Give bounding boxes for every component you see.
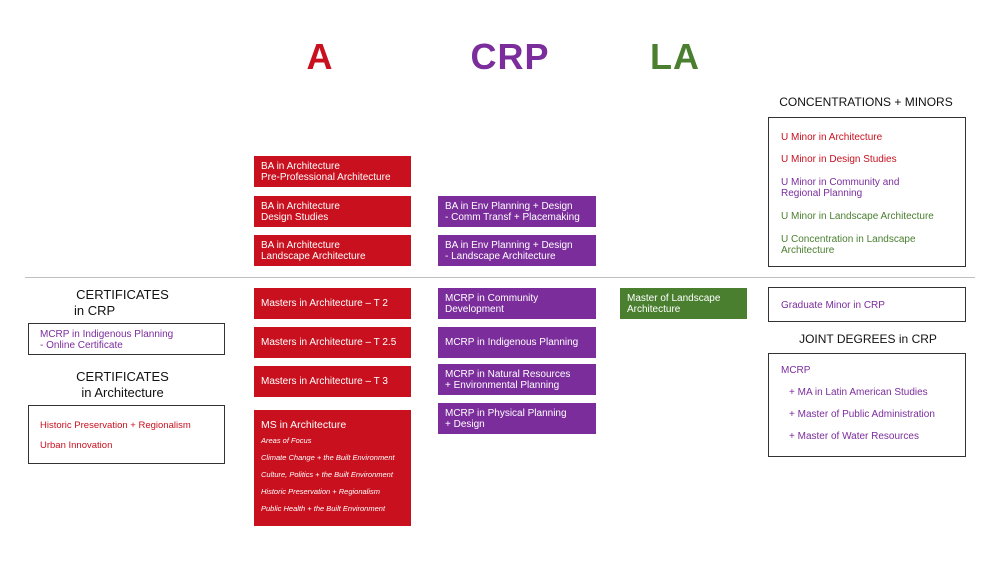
conc-item: Architecture: [781, 245, 835, 256]
arch-ba-line2: Pre-Professional Architecture: [261, 171, 391, 183]
joint-item: + MA in Latin American Studies: [789, 387, 928, 398]
arch-masters-t25: Masters in Architecture – T 2.5: [254, 327, 411, 358]
joint-item: + Master of Public Administration: [789, 409, 935, 420]
grad-minor-label: Graduate Minor in CRP: [781, 300, 885, 311]
conc-item: U Minor in Community and: [781, 177, 900, 188]
arch-ms-title: MS in Architecture: [261, 419, 347, 431]
arch-ba-line1: BA in Architecture: [261, 200, 340, 212]
arch-ms-area: Historic Preservation + Regionalism: [261, 487, 381, 496]
arch-ba-landscape: BA in Architecture Landscape Architectur…: [254, 235, 411, 266]
cert-crp-heading: CERTIFICATES in CRP: [40, 287, 205, 319]
arch-ba-line1: BA in Architecture: [261, 239, 340, 251]
conc-item: Regional Planning: [781, 188, 863, 199]
conc-item: U Minor in Design Studies: [781, 154, 897, 165]
crp-ba-line1: BA in Env Planning + Design: [445, 239, 573, 251]
arch-ba-line1: BA in Architecture: [261, 160, 340, 172]
cert-crp-item-line2: - Online Certificate: [40, 340, 123, 351]
conc-item: U Concentration in Landscape: [781, 234, 916, 245]
cert-crp-item-line1: MCRP in Indigenous Planning: [40, 329, 174, 340]
joint-degrees-heading: JOINT DEGREES in CRP: [799, 332, 937, 346]
arch-masters-t3: Masters in Architecture – T 3: [254, 366, 411, 397]
arch-ba-preprofessional: BA in Architecture Pre-Professional Arch…: [254, 156, 411, 187]
joint-degrees-box: MCRP + MA in Latin American Studies + Ma…: [768, 353, 966, 457]
cert-arch-heading-line1: CERTIFICATES: [76, 369, 169, 384]
arch-masters-t2: Masters in Architecture – T 2: [254, 288, 411, 319]
crp-mcrp-line1: MCRP in Community: [445, 292, 539, 304]
crp-ba-landscape: BA in Env Planning + Design - Landscape …: [438, 235, 596, 266]
crp-mcrp-community: MCRP in Community Development: [438, 288, 596, 319]
la-master-line1: Master of Landscape: [627, 292, 721, 304]
arch-ba-design-studies: BA in Architecture Design Studies: [254, 196, 411, 227]
crp-mcrp-line2: + Design: [445, 418, 485, 430]
arch-ms-area: Climate Change + the Built Environment: [261, 453, 395, 462]
crp-mcrp-natural-resources: MCRP in Natural Resources + Environmenta…: [438, 364, 596, 395]
crp-mcrp-indigenous: MCRP in Indigenous Planning: [438, 327, 596, 358]
arch-ms-focus-label: Areas of Focus: [261, 436, 312, 445]
la-master-line2: Architecture: [627, 303, 681, 315]
crp-ba-comm-transf: BA in Env Planning + Design - Comm Trans…: [438, 196, 596, 227]
arch-ms-area: Culture, Politics + the Built Environmen…: [261, 470, 393, 479]
joint-item: + Master of Water Resources: [789, 431, 919, 442]
arch-ms-box: MS in Architecture Areas of Focus Climat…: [254, 410, 411, 526]
column-heading-a: A: [306, 36, 334, 77]
crp-mcrp-line2: Development: [445, 303, 504, 315]
arch-ba-line2: Landscape Architecture: [261, 250, 366, 262]
cert-crp-heading-line1: CERTIFICATES: [76, 287, 169, 302]
concentrations-box: U Minor in Architecture U Minor in Desig…: [768, 117, 966, 267]
crp-ba-line2: - Comm Transf + Placemaking: [445, 211, 580, 223]
column-heading-crp: CRP: [470, 36, 550, 77]
cert-crp-box: MCRP in Indigenous Planning - Online Cer…: [28, 323, 225, 355]
level-divider: [25, 277, 975, 278]
arch-masters-label: Masters in Architecture – T 2.5: [261, 337, 397, 348]
cert-crp-heading-line2: in CRP: [74, 303, 116, 318]
column-heading-la: LA: [650, 36, 700, 77]
joint-title: MCRP: [781, 365, 811, 376]
grad-minor-box: Graduate Minor in CRP: [768, 287, 966, 322]
crp-mcrp-line2: + Environmental Planning: [445, 379, 560, 391]
la-master: Master of Landscape Architecture: [620, 288, 747, 319]
crp-mcrp-physical-planning: MCRP in Physical Planning + Design: [438, 403, 596, 434]
cert-arch-item: Urban Innovation: [40, 440, 113, 451]
cert-arch-item: Historic Preservation + Regionalism: [40, 420, 191, 431]
arch-ba-line2: Design Studies: [261, 211, 329, 223]
arch-masters-label: Masters in Architecture – T 2: [261, 298, 388, 309]
concentrations-heading: CONCENTRATIONS + MINORS: [779, 95, 953, 109]
cert-arch-box: Historic Preservation + Regionalism Urba…: [28, 405, 225, 464]
crp-ba-line2: - Landscape Architecture: [445, 250, 556, 262]
arch-ms-area: Public Health + the Built Environment: [261, 504, 386, 513]
conc-item: U Minor in Architecture: [781, 132, 883, 143]
crp-mcrp-line1: MCRP in Indigenous Planning: [445, 337, 579, 348]
crp-ba-line1: BA in Env Planning + Design: [445, 200, 573, 212]
conc-item: U Minor in Landscape Architecture: [781, 211, 934, 222]
cert-arch-heading-line2: in Architecture: [81, 385, 164, 400]
crp-mcrp-line1: MCRP in Natural Resources: [445, 368, 571, 380]
crp-mcrp-line1: MCRP in Physical Planning: [445, 407, 567, 419]
cert-arch-heading: CERTIFICATES in Architecture: [40, 369, 205, 401]
arch-masters-label: Masters in Architecture – T 3: [261, 376, 388, 387]
